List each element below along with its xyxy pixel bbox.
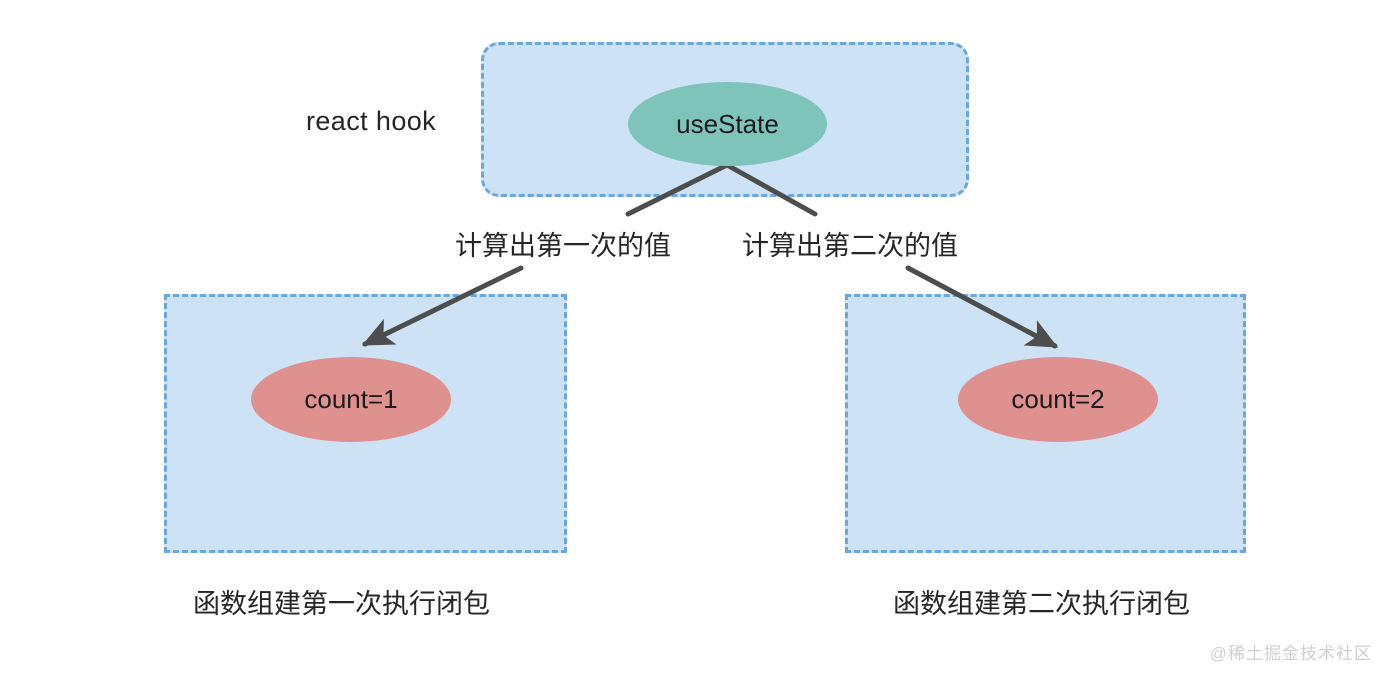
node-usestate: useState: [628, 82, 827, 166]
first-closure-caption: 函数组建第一次执行闭包: [193, 589, 490, 619]
node-count-second: count=2: [958, 357, 1158, 442]
react-hook-label: react hook: [306, 106, 437, 136]
node-count-first: count=1: [251, 357, 451, 442]
edge-first-label: 计算出第一次的值: [455, 231, 671, 261]
node-count-second-label: count=2: [1011, 384, 1105, 414]
edge-second-label: 计算出第二次的值: [742, 231, 958, 261]
watermark: @稀土掘金技术社区: [1209, 644, 1372, 663]
node-count-first-label: count=1: [304, 384, 398, 414]
second-closure-caption: 函数组建第二次执行闭包: [893, 589, 1190, 619]
node-usestate-label: useState: [676, 108, 779, 139]
